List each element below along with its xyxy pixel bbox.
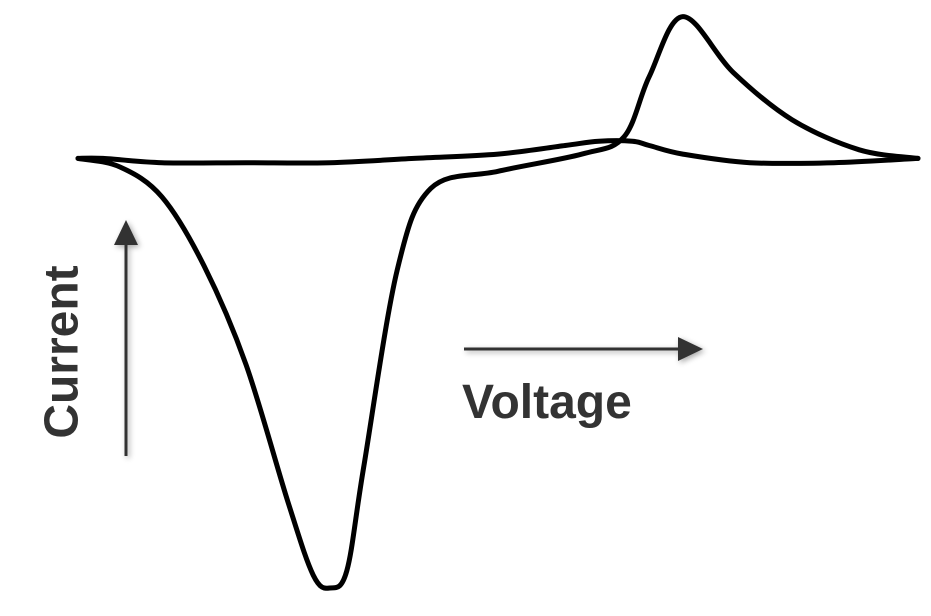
current-axis-arrow — [114, 220, 138, 456]
curve-layer — [75, 14, 921, 591]
x-axis-label: Voltage — [462, 376, 632, 429]
series-line-forward-scan — [75, 14, 921, 591]
series-line-reverse-scan — [75, 138, 921, 167]
y-axis-label: Current — [36, 265, 89, 438]
voltage-axis-arrow — [464, 337, 703, 361]
